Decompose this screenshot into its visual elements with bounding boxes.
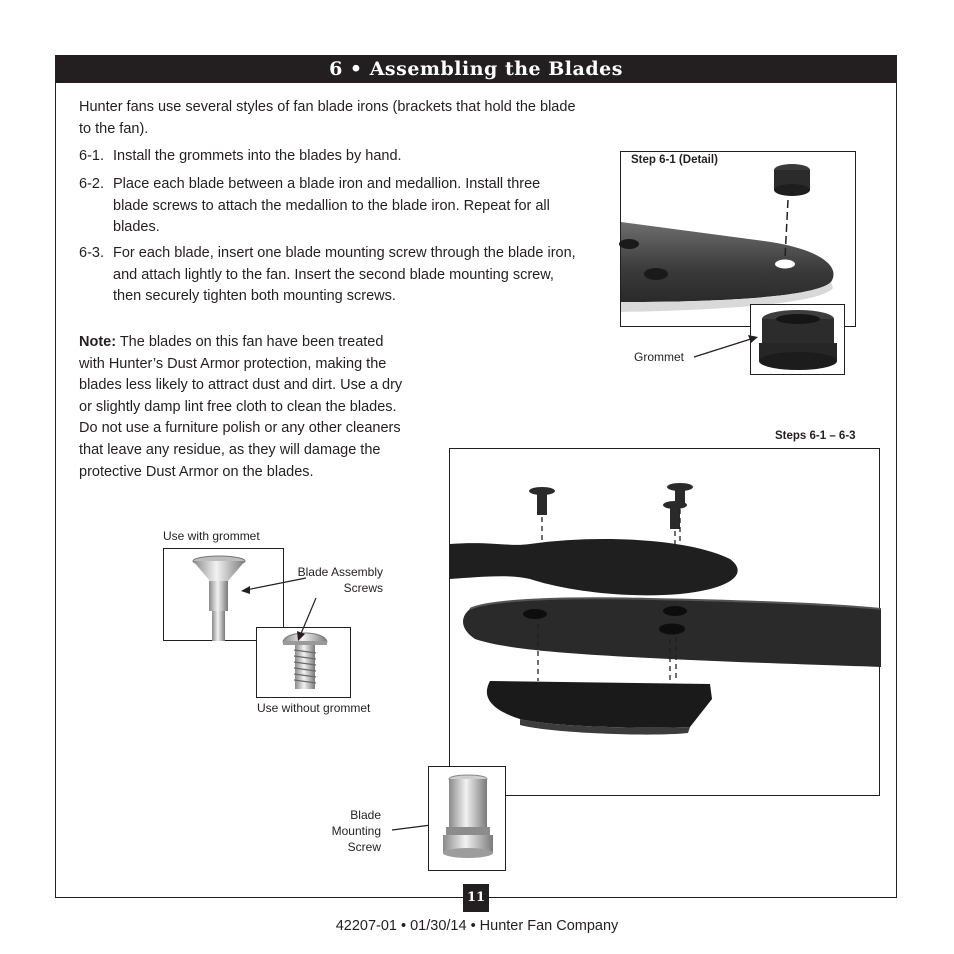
pan-head-screw-icon xyxy=(282,632,328,689)
use-with-grommet-label: Use with grommet xyxy=(163,529,260,543)
screw-without-grommet-box xyxy=(256,627,351,698)
label-line: Mounting xyxy=(331,824,381,838)
grommet-icon xyxy=(759,310,837,370)
steps-figure-title: Steps 6-1 – 6-3 xyxy=(775,430,856,442)
assembly-figure xyxy=(449,448,882,796)
flat-head-screw-icon xyxy=(192,555,246,641)
screw-with-grommet-box xyxy=(163,548,284,641)
note-label: Note: xyxy=(79,334,117,350)
blade-assembly-screws-label: Blade Assembly Screws xyxy=(283,564,383,596)
intro-paragraph: Hunter fans use several styles of fan bl… xyxy=(79,99,576,137)
step-text: For each blade, insert one blade mountin… xyxy=(113,245,576,305)
note-text: The blades on this fan have been treated… xyxy=(79,334,403,480)
label-line: Screws xyxy=(343,581,383,595)
step-number: 6-1. xyxy=(79,148,104,164)
step-item: 6-3. For each blade, insert one blade mo… xyxy=(79,243,579,308)
page-footer: 42207-01 • 01/30/14 • Hunter Fan Company xyxy=(335,918,619,934)
mounting-screw-box xyxy=(428,766,506,871)
section-title: 6 • Assembling the Blades xyxy=(55,55,897,83)
label-line: Blade xyxy=(350,808,381,822)
label-line: Blade Assembly xyxy=(297,565,383,579)
step-item: 6-1. Install the grommets into the blade… xyxy=(79,146,579,168)
blade-assembly-illustration xyxy=(450,483,882,735)
step-number: 6-3. xyxy=(79,245,104,261)
page-number: 11 xyxy=(463,884,489,912)
detail-figure: Step 6-1 (Detail) xyxy=(619,151,856,327)
blade-mounting-screw-icon xyxy=(443,774,493,858)
use-without-grommet-label: Use without grommet xyxy=(257,701,371,715)
blade-detail-illustration xyxy=(619,164,834,312)
grommet-label: Grommet xyxy=(634,350,685,364)
step-number: 6-2. xyxy=(79,176,104,192)
grommet-closeup xyxy=(750,304,845,375)
step-text: Place each blade between a blade iron an… xyxy=(113,176,550,236)
blade-mounting-screw-label: Blade Mounting Screw xyxy=(300,807,381,855)
label-line: Screw xyxy=(347,840,381,854)
note-paragraph: Note: The blades on this fan have been t… xyxy=(79,332,409,483)
step-item: 6-2. Place each blade between a blade ir… xyxy=(79,174,579,239)
step-text: Install the grommets into the blades by … xyxy=(113,148,402,164)
detail-figure-title: Step 6-1 (Detail) xyxy=(631,154,718,166)
